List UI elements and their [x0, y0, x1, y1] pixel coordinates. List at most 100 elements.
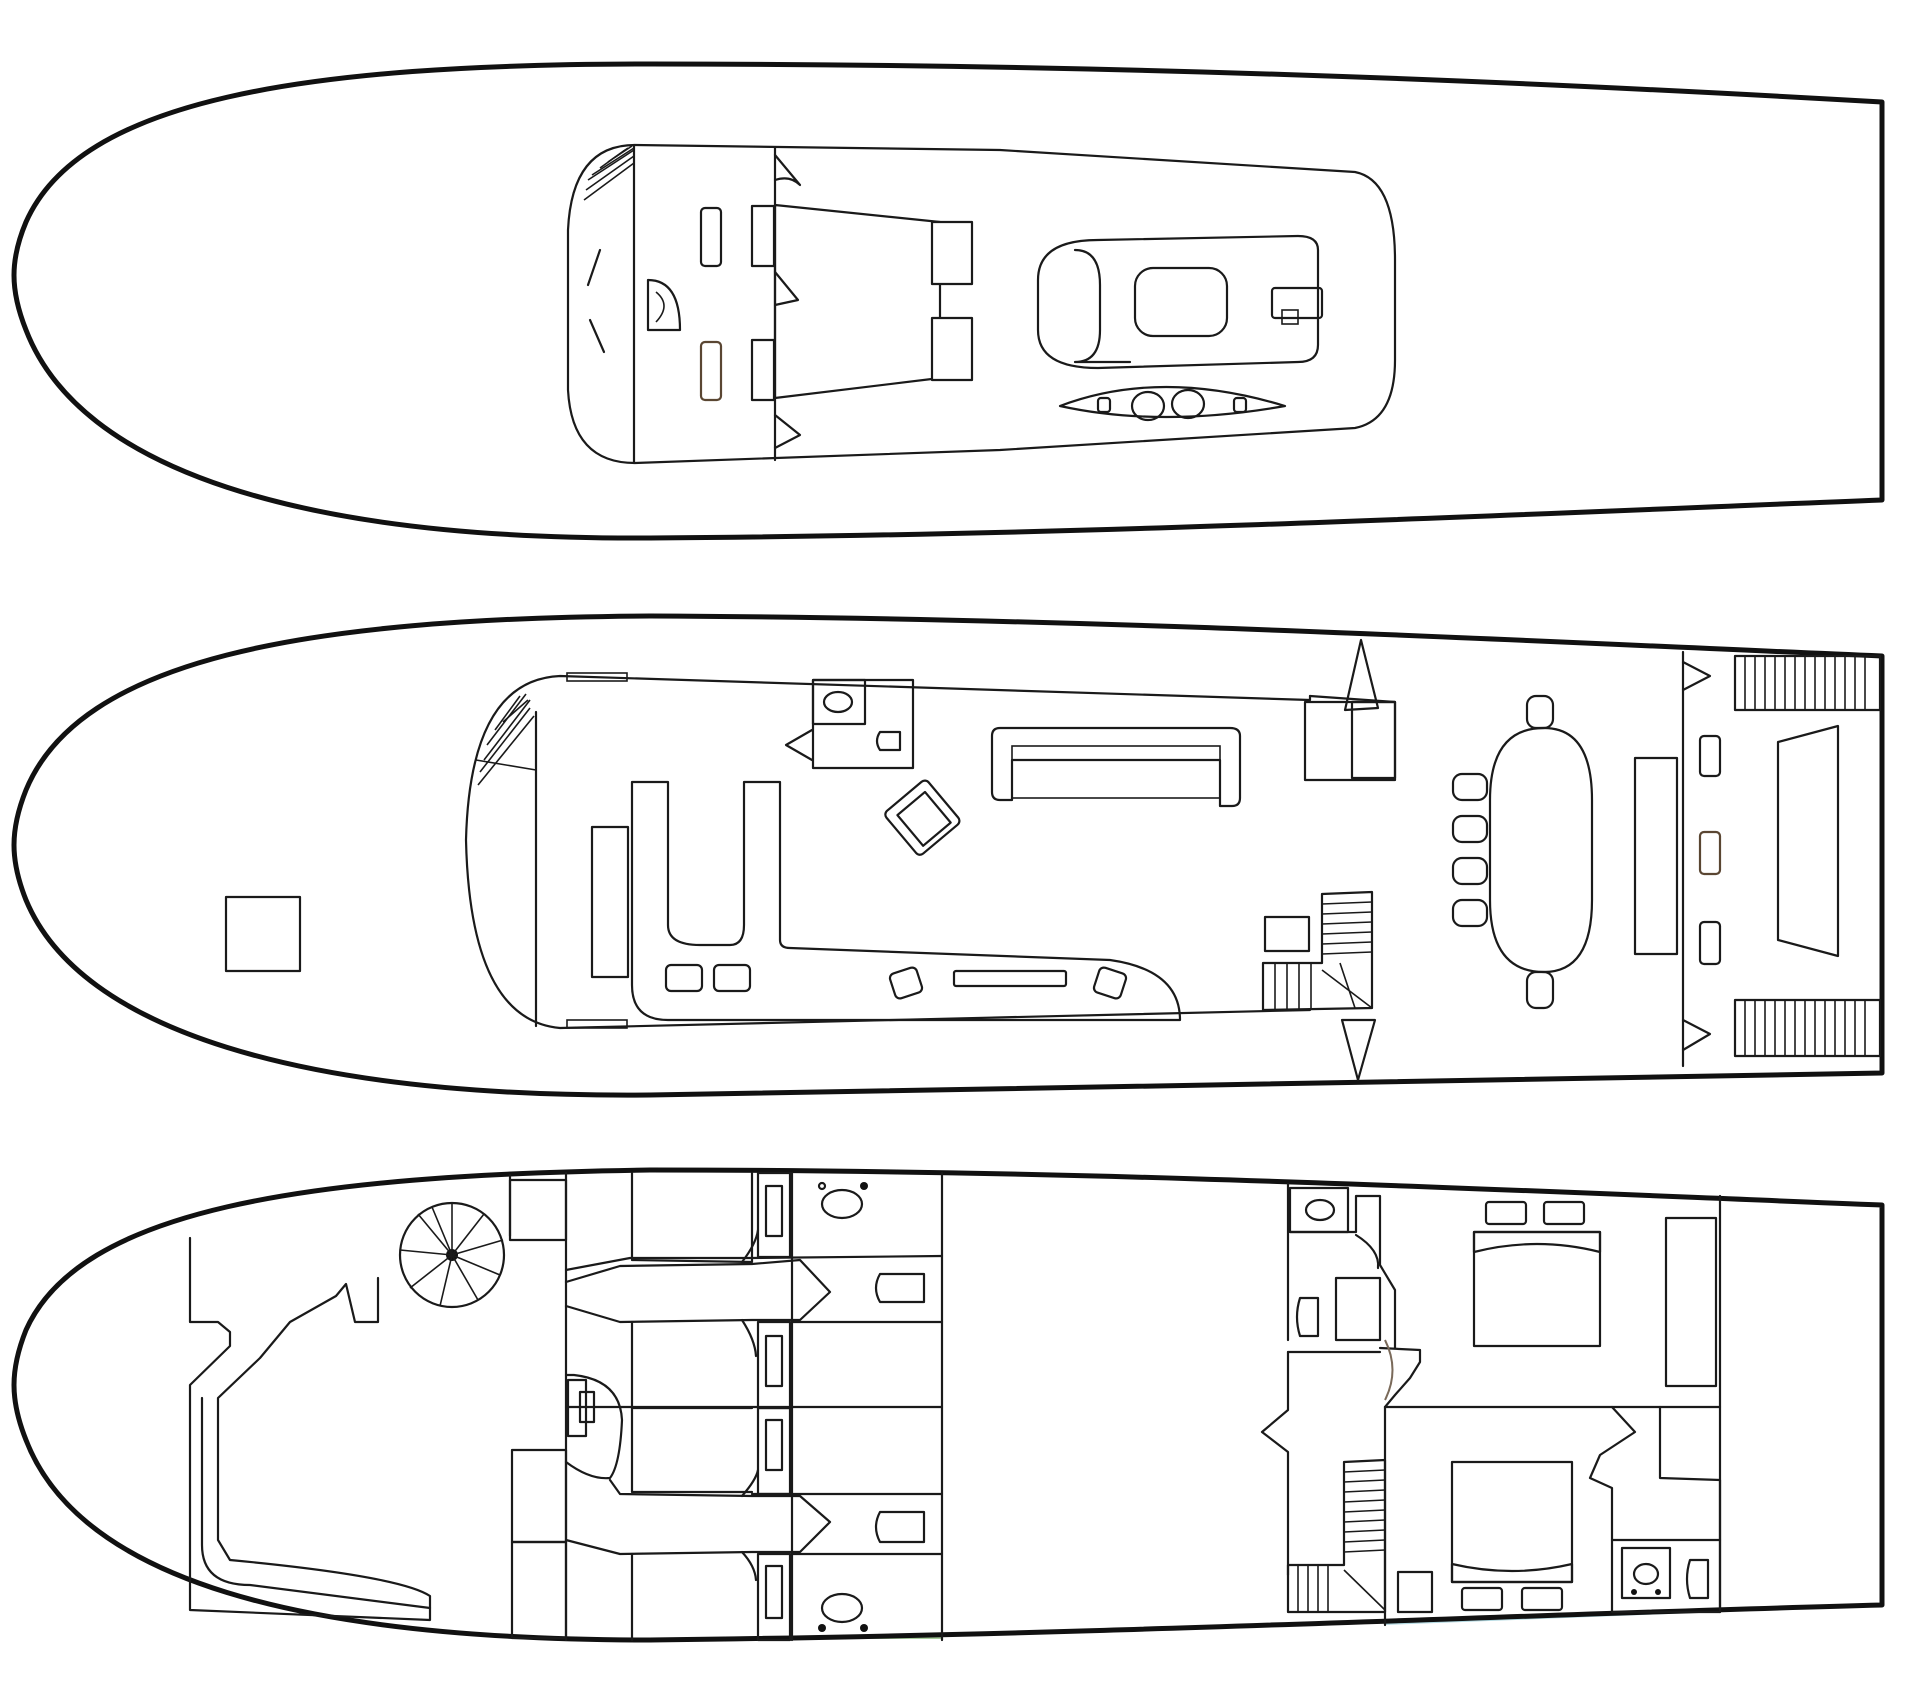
- basin-icon: [822, 690, 854, 714]
- door-swing-icon: [1681, 660, 1712, 692]
- aft-bench-bottom: [1733, 998, 1882, 1058]
- lower-deck-hull: [11, 1167, 1885, 1643]
- main-deck-hull: [11, 613, 1885, 1098]
- sun-deck-superstructure: [566, 143, 1397, 465]
- storage-cabinet: [1263, 915, 1311, 953]
- cabin-corridor: [564, 1478, 832, 1556]
- ensuite-basin-cabinet: [1620, 1546, 1672, 1600]
- tap-icon: [817, 1181, 827, 1191]
- toilet-icon: [875, 730, 902, 752]
- sofa-seat: [1011, 745, 1221, 799]
- cabin-wall: [564, 1256, 754, 1272]
- cabin-corridor: [564, 1258, 832, 1324]
- dining-chair: [1451, 772, 1489, 802]
- bar-sink: [1232, 396, 1248, 414]
- aft-stool-brown: [1698, 830, 1722, 876]
- cabin-shower-tray: [764, 1564, 784, 1620]
- bed-headboard: [1450, 1562, 1574, 1584]
- toilet-icon: [874, 1272, 926, 1304]
- aft-stool: [1698, 734, 1722, 778]
- door-swing-icon: [773, 413, 802, 450]
- cabin-door-swing: [740, 1318, 758, 1358]
- toilet-icon: [1685, 1558, 1710, 1600]
- dining-chair: [1451, 856, 1489, 886]
- cabin-door-swing: [740, 1550, 758, 1582]
- lilac-cabin-entry: [1378, 1346, 1422, 1409]
- galley-u-counter: [630, 780, 1182, 1022]
- nightstand: [1520, 1586, 1564, 1612]
- tap-icon: [818, 1624, 826, 1632]
- armchair: [884, 779, 961, 856]
- main-deck-stair: [1261, 890, 1374, 1012]
- lower-lobby-wall: [1260, 1350, 1290, 1577]
- bench-cushion: [750, 204, 776, 268]
- cabin-shower-tray: [764, 1418, 784, 1472]
- cabin-shower: [756, 1552, 792, 1642]
- sun-deck-windscreen-hatching: [583, 145, 635, 201]
- basin-icon: [1304, 1198, 1336, 1222]
- wardrobe: [1664, 1216, 1718, 1388]
- nightstand: [1542, 1200, 1586, 1226]
- tap-icon: [1655, 1589, 1661, 1595]
- sun-deck-wiper-line-2: [588, 318, 606, 354]
- sun-deck-bar-oval: [1058, 385, 1287, 419]
- bed-headboard: [1472, 1230, 1602, 1254]
- aft-bench-top-slats: [1744, 656, 1866, 710]
- door-swing-icon: [773, 270, 800, 307]
- aft-cabins: [1260, 1182, 1722, 1627]
- sun-deck: [11, 61, 1885, 541]
- bench-cushion: [930, 220, 974, 286]
- green-cabins: [564, 1171, 944, 1642]
- bench-cushion: [930, 316, 974, 382]
- helm-seat-inner-icon: [655, 291, 665, 323]
- basin-icon: [1632, 1562, 1660, 1586]
- main-deck-hatching: [475, 693, 537, 786]
- door-jamb: [566, 1019, 628, 1029]
- aft-bench-top: [1733, 654, 1882, 712]
- main-deck: [11, 613, 1885, 1098]
- door-swing-icon: [784, 728, 814, 762]
- main-deck-anchor-hatch: [224, 895, 302, 973]
- bar-stool: [1130, 390, 1166, 422]
- orange-cabins: [564, 1171, 944, 1410]
- helm-console-brown: [699, 340, 723, 402]
- basin-icon: [820, 1188, 864, 1220]
- tender-boat: [1073, 248, 1132, 364]
- cabin-wall: [630, 1171, 754, 1264]
- nightstand: [1484, 1200, 1528, 1226]
- toilet-icon: [1295, 1296, 1320, 1338]
- door-swing-icon: [1354, 1233, 1380, 1270]
- nightstand: [1460, 1586, 1504, 1612]
- helm-console: [699, 206, 723, 268]
- cabin-wall: [630, 1405, 754, 1494]
- bar-sink: [1096, 396, 1112, 414]
- tap-icon: [1631, 1589, 1637, 1595]
- lower-deck: [11, 1167, 1885, 1643]
- salon-sofa: [990, 726, 1242, 808]
- lower-stair-treads: [1297, 1469, 1386, 1612]
- galley-counter: [590, 825, 630, 979]
- galley-stool: [664, 963, 704, 993]
- cabin-shower-tray: [764, 1334, 784, 1388]
- cabin-wall: [750, 1254, 944, 1260]
- aft-stool: [1698, 920, 1722, 966]
- door-swing-icon: [1681, 1018, 1712, 1052]
- sun-deck-hull: [11, 61, 1885, 541]
- tender-engine: [1270, 286, 1324, 320]
- lower-deck-lobby: [564, 1373, 624, 1480]
- aft-lounge-table: [1776, 724, 1840, 958]
- blue-cabin-ensuite: [1588, 1405, 1722, 1614]
- bench-cushion: [750, 338, 776, 402]
- tender-hull: [1036, 234, 1320, 370]
- tender-console: [1133, 266, 1229, 338]
- tender-engine-mount: [1281, 309, 1299, 325]
- door-swing-icon: [1343, 638, 1380, 712]
- basin-cabinet: [811, 678, 867, 726]
- ensuite-wall: [1288, 1194, 1397, 1350]
- tap-icon: [860, 1624, 868, 1632]
- sideboard: [952, 969, 1068, 988]
- crew-bunk-inner: [200, 1396, 432, 1610]
- toilet-icon: [874, 1510, 926, 1544]
- crew-area-outline: [188, 1236, 432, 1622]
